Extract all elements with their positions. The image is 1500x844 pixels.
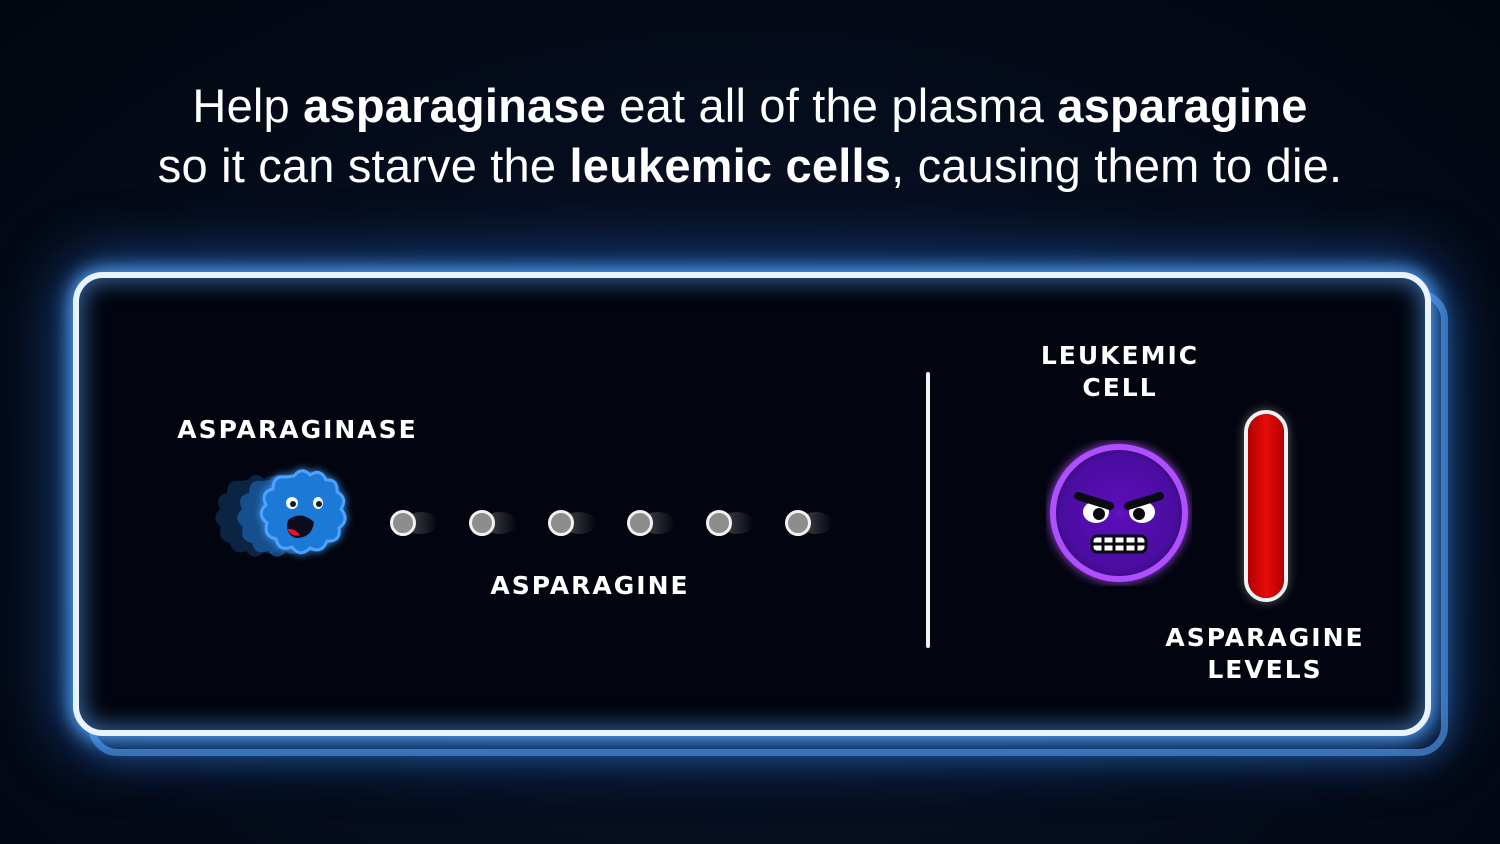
asparagine-molecule-core [469, 510, 495, 536]
asparagine-molecule-core [706, 510, 732, 536]
asparagine-level-fill [1248, 414, 1284, 598]
leukemic-cell-label: LEUKEMIC CELL [1040, 341, 1200, 402]
highlight-asparaginase: asparaginase [303, 79, 607, 132]
asparaginase-blob-icon[interactable] [196, 462, 356, 572]
asparagine-molecule-core [390, 510, 416, 536]
instruction-text: Help asparaginase eat all of the plasma … [0, 76, 1500, 196]
asparaginase-label: ASPARAGINASE [177, 415, 418, 444]
asparagine-molecule-core [785, 510, 811, 536]
asparagine-molecule-icon[interactable] [706, 510, 754, 536]
asparagine-levels-label: ASPARAGINE LEVELS [1165, 623, 1365, 684]
asparagine-molecule-icon[interactable] [785, 510, 833, 536]
asparagine-level-gauge [1244, 410, 1288, 602]
asparagine-molecule-core [627, 510, 653, 536]
instruction-line-2: so it can starve the leukemic cells, cau… [157, 139, 1343, 192]
divider [926, 372, 930, 648]
highlight-asparagine: asparagine [1057, 79, 1308, 132]
instruction-line-1: Help asparaginase eat all of the plasma … [192, 79, 1308, 132]
asparagine-molecule-icon[interactable] [548, 510, 596, 536]
asparagine-label: ASPARAGINE [490, 571, 690, 600]
asparagine-molecule-core [548, 510, 574, 536]
angry-leukemic-cell-icon [1050, 444, 1188, 582]
asparagine-molecule-icon[interactable] [390, 510, 438, 536]
asparagine-molecule-icon[interactable] [469, 510, 517, 536]
highlight-leukemic-cells: leukemic cells [569, 139, 892, 192]
asparagine-molecule-icon[interactable] [627, 510, 675, 536]
asparagine-dot-row [378, 503, 838, 543]
